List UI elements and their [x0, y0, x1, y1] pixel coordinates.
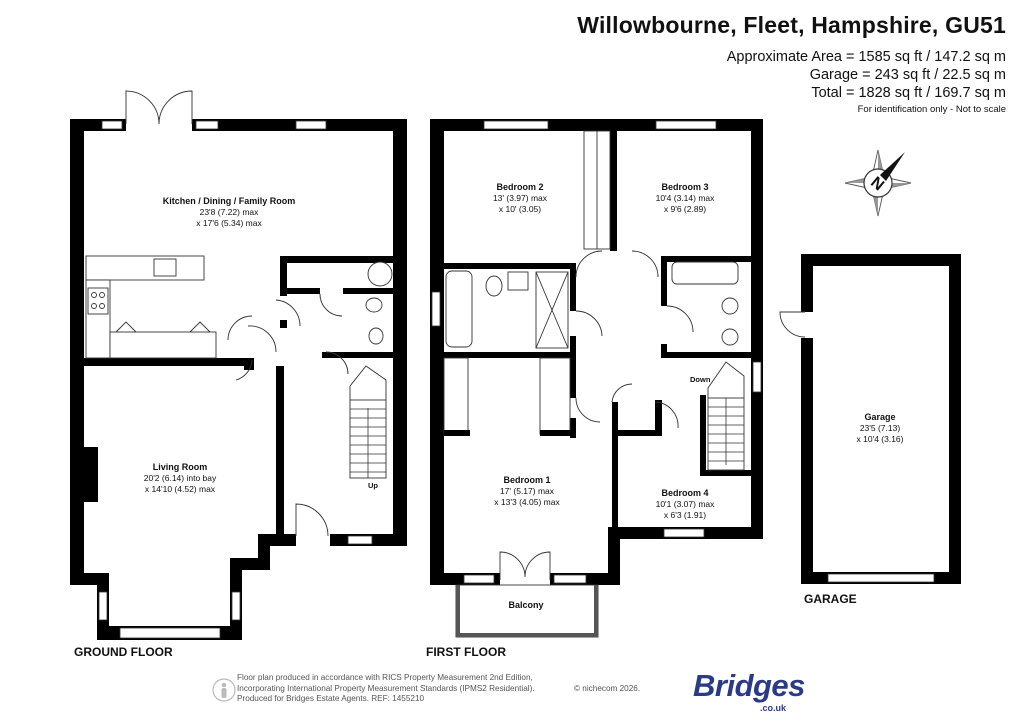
kitchen-name: Kitchen / Dining / Family Room	[163, 196, 296, 206]
bedroom4-dim2: x 6'3 (1.91)	[664, 510, 706, 520]
first-floor-label: FIRST FLOOR	[426, 645, 506, 659]
garage-plan: Garage 23'5 (7.13) x 10'4 (3.16) GARAGE	[779, 254, 961, 606]
footer-line-3: Produced for Bridges Estate Agents. REF:…	[237, 694, 425, 703]
identification-note: For identification only - Not to scale	[857, 104, 1006, 115]
approx-area: Approximate Area = 1585 sq ft / 147.2 sq…	[726, 49, 1006, 65]
bedroom4-dim1: 10'1 (3.07) max	[656, 499, 716, 509]
living-name: Living Room	[153, 462, 208, 472]
bedroom3-name: Bedroom 3	[661, 182, 708, 192]
garage-dim1: 23'5 (7.13)	[860, 423, 901, 433]
kitchen-dim2: x 17'6 (5.34) max	[196, 218, 262, 228]
bedroom1-dim2: x 13'3 (4.05) max	[494, 497, 560, 507]
brand-domain: .co.uk	[760, 703, 787, 713]
footer-line-2: Incorporating International Property Mea…	[237, 683, 535, 693]
bedroom2-dim2: x 10' (3.05)	[499, 204, 541, 214]
garage-dim2: x 10'4 (3.16)	[857, 434, 904, 444]
property-title: Willowbourne, Fleet, Hampshire, GU51	[577, 12, 1006, 38]
person-icon	[212, 678, 236, 702]
bedroom1-name: Bedroom 1	[503, 475, 550, 485]
brand-logo: Bridges	[693, 668, 805, 703]
stairs-up-label: Up	[368, 481, 378, 490]
footer-notes: Floor plan produced in accordance with R…	[237, 673, 535, 705]
first-floor-plan: Balcony	[426, 119, 763, 659]
bedroom2-name: Bedroom 2	[496, 182, 543, 192]
garage-area: Garage = 243 sq ft / 22.5 sq m	[809, 67, 1006, 83]
kitchen-dim1: 23'8 (7.22) max	[200, 207, 260, 217]
footer-line-1: Floor plan produced in accordance with R…	[237, 673, 533, 682]
footer-copyright: © nichecom 2026.	[574, 684, 641, 693]
living-dim2: x 14'10 (4.52) max	[145, 484, 216, 494]
stairs-down-label: Down	[690, 375, 711, 384]
compass-rose-icon: N	[844, 149, 912, 217]
balcony-name: Balcony	[508, 600, 543, 610]
bedroom1-dim1: 17' (5.17) max	[500, 486, 555, 496]
living-dim1: 20'2 (6.14) into bay	[144, 473, 217, 483]
bedroom3-dim1: 10'4 (3.14) max	[656, 193, 716, 203]
bedroom2-dim1: 13' (3.97) max	[493, 193, 548, 203]
bedroom3-dim2: x 9'6 (2.89)	[664, 204, 706, 214]
total-area: Total = 1828 sq ft / 169.7 sq m	[811, 85, 1006, 101]
garage-name: Garage	[864, 412, 895, 422]
ground-floor-plan: Up Kitchen / Dining / Family Room 23'8 (…	[70, 90, 407, 659]
bedroom4-name: Bedroom 4	[661, 488, 708, 498]
ground-floor-label: GROUND FLOOR	[74, 645, 173, 659]
garage-floor-label: GARAGE	[804, 592, 857, 606]
